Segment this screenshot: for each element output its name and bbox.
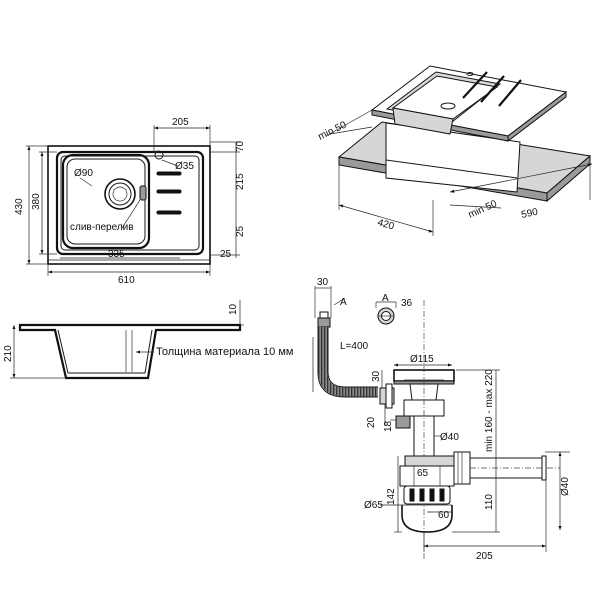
siph-dim-220: min 160 - max 220 [484, 369, 495, 452]
side-inlet [395, 415, 411, 429]
top-view-outline [47, 145, 211, 265]
siph-dim-d40b: Ø40 [560, 477, 571, 496]
iso-dim-min50-a: min 50 [316, 119, 348, 142]
dim-610: 610 [118, 275, 135, 286]
groove-2 [156, 189, 182, 194]
side-section: 10 210 Толщина материала 10 мм [3, 300, 293, 380]
detail-a-dim-36: 36 [401, 298, 413, 309]
top-view: 205 70 215 25 430 380 335 25 610 Ø90 Ø35… [14, 117, 246, 286]
siph-dim-d65: Ø65 [364, 500, 383, 511]
siph-dim-18: 18 [383, 420, 394, 432]
siphon-assembly: 30 A L=400 A 36 Ø115 30 [312, 277, 571, 562]
dim-205-top: 205 [172, 117, 189, 128]
siph-dim-142: 142 [386, 488, 397, 505]
dim-380: 380 [31, 193, 42, 210]
side-dim-10: 10 [228, 303, 239, 315]
side-dim-210: 210 [3, 345, 14, 362]
siph-dim-20: 20 [366, 416, 377, 428]
iso-dim-min50-b: min 50 [467, 198, 499, 220]
label-overflow: слив-перелив [70, 222, 134, 233]
siph-dim-65: 65 [417, 468, 429, 479]
side-profile [18, 323, 242, 380]
label-d90: Ø90 [74, 168, 93, 179]
dim-430: 430 [14, 198, 25, 215]
dim-25-right: 25 [235, 225, 246, 237]
drain-circle [104, 178, 136, 210]
trap-bowl [401, 505, 453, 533]
iso-dim-590: 590 [520, 207, 539, 221]
dim-70: 70 [235, 140, 246, 152]
iso-dim-420: 420 [376, 217, 395, 232]
siph-dim-110: 110 [484, 494, 495, 510]
detail-a-label: A [382, 293, 389, 304]
overflow-hose [318, 327, 378, 397]
siph-dim-d115: Ø115 [410, 354, 434, 365]
section-mark-a: A [340, 297, 347, 308]
siph-dim-205: 205 [476, 551, 493, 562]
siph-dim-30b: 30 [371, 370, 382, 382]
hose-length: L=400 [340, 341, 369, 352]
tap-hole [154, 150, 164, 160]
isometric-view: min 50 420 min 50 590 [316, 65, 593, 236]
bowl-outline [61, 153, 151, 250]
siph-dim-d40a: Ø40 [440, 432, 459, 443]
label-d35: Ø35 [175, 161, 194, 172]
dim-215: 215 [235, 173, 246, 190]
dim-335: 335 [108, 249, 125, 260]
top-view-rim [55, 150, 205, 256]
siph-dim-60: 60 [438, 510, 450, 521]
overflow-slot [139, 185, 147, 201]
dim-25-bottom: 25 [220, 249, 232, 260]
groove-1 [156, 171, 182, 176]
material-thickness-note: Толщина материала 10 мм [156, 346, 293, 358]
groove-3 [156, 210, 182, 215]
siph-dim-30: 30 [317, 277, 329, 288]
